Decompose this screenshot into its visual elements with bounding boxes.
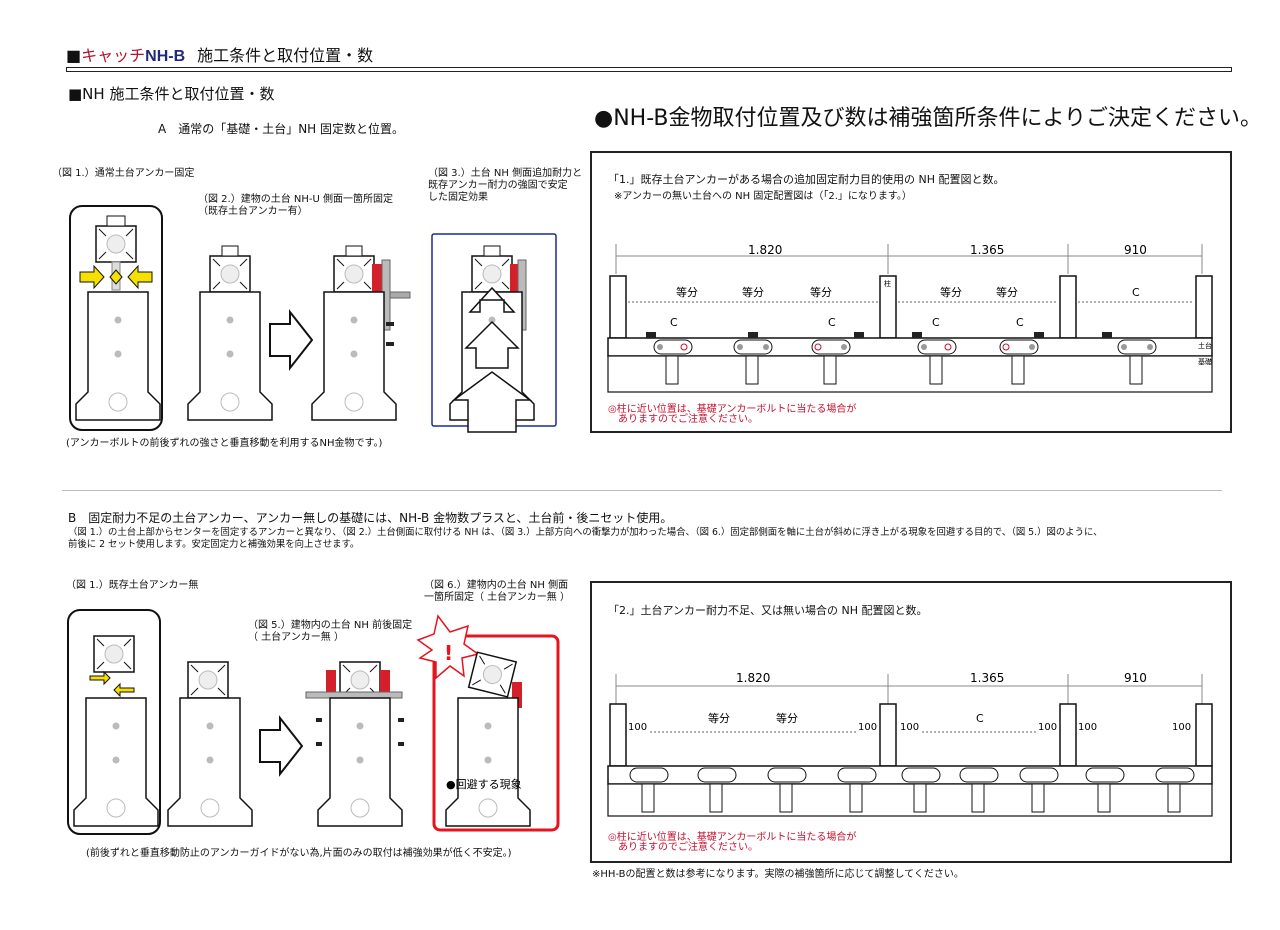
b-fig1-label: （図 1.）既存土台アンカー無 — [66, 580, 199, 591]
p2-dim-3: 910 — [1124, 671, 1147, 685]
b-fig6-label-1: （図 6.）建物内の土台 NH 側面 — [424, 580, 569, 591]
section-b-desc-1: （図 1.）の土台上部からセンターを固定するアンカーと異なり、（図 2.）土台側… — [68, 527, 1103, 538]
p2-100-1: 100 — [628, 722, 647, 733]
panel2-diagram: 1.820 1.365 910 100 100 100 100 100 100 … — [607, 671, 1213, 817]
p2-100-2: 100 — [858, 722, 877, 733]
p2-100-3: 100 — [900, 722, 919, 733]
b-fig5-label-1: （図 5.）建物内の土台 NH 前後固定 — [248, 620, 413, 631]
section-a-footnote: (アンカーボルトの前後ずれの強さと垂直移動を利用するNH金物です。) — [66, 438, 383, 449]
panel-1 — [590, 151, 1232, 433]
p2-100-5: 100 — [1078, 722, 1097, 733]
svg-text:!: ! — [444, 641, 453, 665]
p1-c-3: C — [932, 316, 940, 329]
main-note: ●NH-B金物取付位置及び数は補強箇所条件によりご決定ください。 — [594, 106, 1263, 131]
p2-dim-2: 1.365 — [970, 671, 1004, 685]
section-a-caption: A 通常の「基礎・土台」NH 固定数と位置。 — [158, 122, 405, 136]
header-square: ■ — [66, 46, 82, 65]
fig1-label: （図 1.）通常土台アンカー固定 — [52, 168, 195, 179]
p2-dim-1: 1.820 — [736, 671, 770, 685]
brand-ja: キャッチ — [81, 46, 146, 65]
avoid-label: ●回避する現象 — [446, 777, 522, 791]
panel-2 — [590, 581, 1232, 863]
section-b-title: B 固定耐力不足の土台アンカー、アンカー無しの基礎には、NH-B 金物数プラスと… — [68, 511, 673, 525]
p2-equal-2: 等分 — [776, 711, 798, 725]
p1-equal-4: 等分 — [940, 285, 962, 299]
fig2-label-2: （既存土台アンカー有） — [198, 206, 308, 217]
p1-c-right: C — [1132, 286, 1140, 299]
section-b-desc-2: 前後に 2 セット使用します。安定固定力と補強効果を向上させます。 — [68, 539, 360, 550]
b-fig6-label-2: 一箇所固定（ 土台アンカー無 ） — [424, 592, 570, 603]
p1-kiso-label: 基礎 — [1198, 357, 1212, 366]
section-a-illustration — [69, 205, 557, 433]
panel2-warn-1: ◎柱に近い位置は、基礎アンカーボルトに当たる場合が — [608, 832, 857, 843]
panel1-diagram: 1.820 1.365 910 柱 等分 等分 等分 等分 等分 C C C C… — [607, 243, 1213, 393]
panel2-warn-2: ありますのでご注意ください。 — [618, 842, 758, 853]
p1-equal-3: 等分 — [810, 285, 832, 299]
p1-dim-1: 1.820 — [748, 243, 782, 257]
fig3-label-1: （図 3.）土台 NH 側面追加耐力と — [428, 168, 583, 179]
p1-equal-1: 等分 — [676, 285, 698, 299]
p1-equal-5: 等分 — [996, 285, 1018, 299]
p1-c-4: C — [1016, 316, 1024, 329]
fig3-label-2: 既存アンカー耐力の強固で安定 — [428, 180, 568, 191]
p2-equal-1: 等分 — [708, 711, 730, 725]
p1-dim-3: 910 — [1124, 243, 1147, 257]
panel1-warn-1: ◎柱に近い位置は、基礎アンカーボルトに当たる場合が — [608, 404, 857, 415]
panel2-title: 「2.」土台アンカー耐力不足、又は無い場合の NH 配置図と数。 — [608, 604, 928, 617]
p1-c-1: C — [670, 316, 678, 329]
header-rule — [66, 67, 1232, 72]
panel1-warn-2: ありますのでご注意ください。 — [618, 414, 758, 425]
panel1-title: 「1.」既存土台アンカーがある場合の追加固定耐力目的使用の NH 配置図と数。 — [608, 173, 1005, 186]
p1-dodai-label: 土台 — [1198, 341, 1212, 350]
p1-dim-2: 1.365 — [970, 243, 1004, 257]
page-header: ■キャッチNH-B 施工条件と取付位置・数 — [66, 42, 373, 66]
fig2-label-1: （図 2.）建物の土台 NH-U 側面一箇所固定 — [198, 194, 394, 205]
section-b-footnote: (前後ずれと垂直移動防止のアンカーガイドがない為,片面のみの取付は補強効果が低く… — [86, 848, 512, 859]
p1-pillar-label: 柱 — [884, 279, 891, 288]
p1-c-2: C — [828, 316, 836, 329]
fig3-label-3: した固定効果 — [428, 192, 488, 203]
brand-en: NH-B — [145, 48, 186, 65]
p2-c: C — [976, 712, 984, 725]
bottom-note: ※HH-Bの配置と数は参考になります。実際の補強箇所に応じて調整してください。 — [592, 869, 964, 880]
p1-equal-2: 等分 — [742, 285, 764, 299]
section-divider — [62, 490, 1222, 491]
section-b-illustration: ! ●回避する現象 — [67, 609, 560, 835]
b-fig5-label-2: （ 土台アンカー無 ） — [248, 632, 344, 643]
p2-100-4: 100 — [1038, 722, 1057, 733]
p2-100-6: 100 — [1172, 722, 1191, 733]
section-title: ■NH 施工条件と取付位置・数 — [68, 85, 275, 103]
header-subtitle: 施工条件と取付位置・数 — [197, 46, 374, 65]
panel1-subtitle: ※アンカーの無い土台への NH 固定配置図は（「2.」になります。） — [614, 191, 912, 202]
